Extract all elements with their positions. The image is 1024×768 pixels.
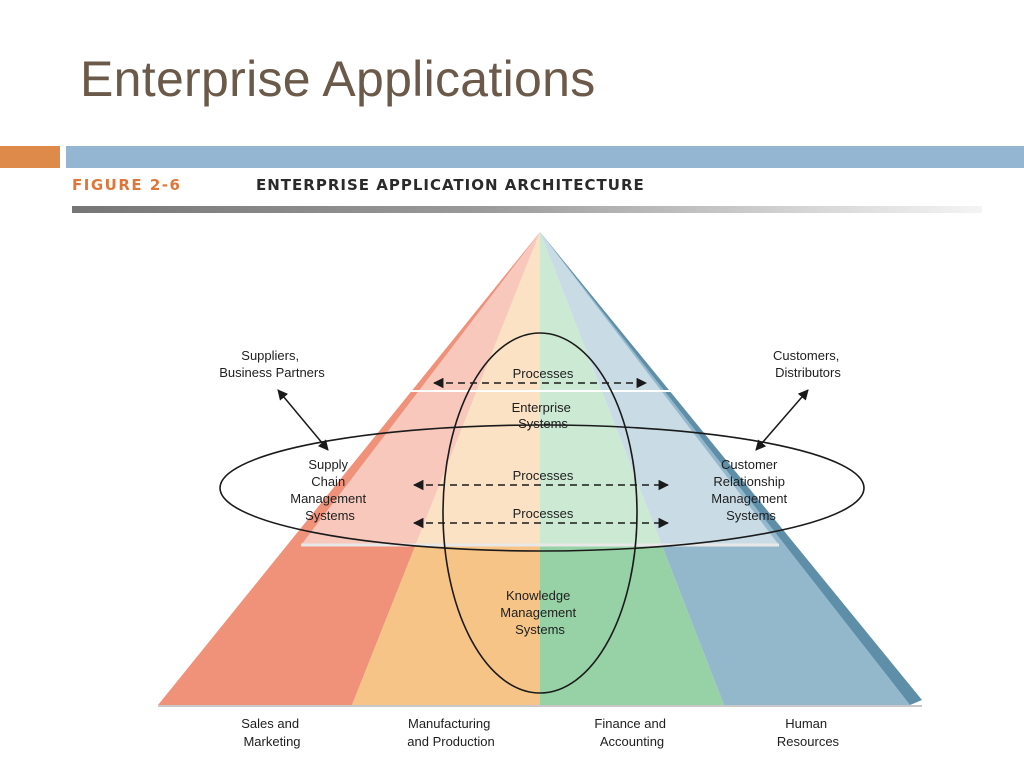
functional-area-sales: Sales and Marketing bbox=[241, 716, 302, 749]
functional-area-finance: Finance and Accounting bbox=[594, 716, 669, 749]
process-label-middle: Processes bbox=[513, 468, 574, 483]
pyramid-upper-highlight bbox=[301, 232, 779, 545]
crm-label: Customer Relationship Management Systems bbox=[711, 457, 791, 523]
scm-label: Supply Chain Management Systems bbox=[290, 457, 370, 523]
customers-arrow bbox=[755, 389, 809, 451]
customers-label: Customers, Distributors bbox=[773, 348, 843, 380]
suppliers-arrow bbox=[277, 389, 329, 451]
figure-title: ENTERPRISE APPLICATION ARCHITECTURE bbox=[256, 176, 645, 194]
process-label-bottom: Processes bbox=[513, 506, 574, 521]
slide-title: Enterprise Applications bbox=[80, 51, 596, 107]
suppliers-label: Suppliers, Business Partners bbox=[219, 348, 325, 380]
process-label-top: Processes bbox=[513, 366, 574, 381]
accent-bar-orange bbox=[0, 146, 60, 168]
figure-rule bbox=[72, 206, 982, 213]
enterprise-systems-label: Enterprise Systems bbox=[512, 400, 575, 431]
pyramid-section-sales bbox=[158, 232, 540, 705]
kms-label: Knowledge Management Systems bbox=[500, 588, 580, 637]
pyramid-right-face bbox=[540, 232, 922, 705]
functional-area-hr: Human Resources bbox=[777, 716, 840, 749]
accent-bar-blue bbox=[66, 146, 1024, 168]
functional-area-manufacturing: Manufacturing and Production bbox=[407, 716, 494, 749]
figure-number: FIGURE 2-6 bbox=[72, 176, 182, 194]
vertical-ellipse bbox=[442, 332, 638, 694]
horizontal-ellipse bbox=[219, 424, 865, 552]
